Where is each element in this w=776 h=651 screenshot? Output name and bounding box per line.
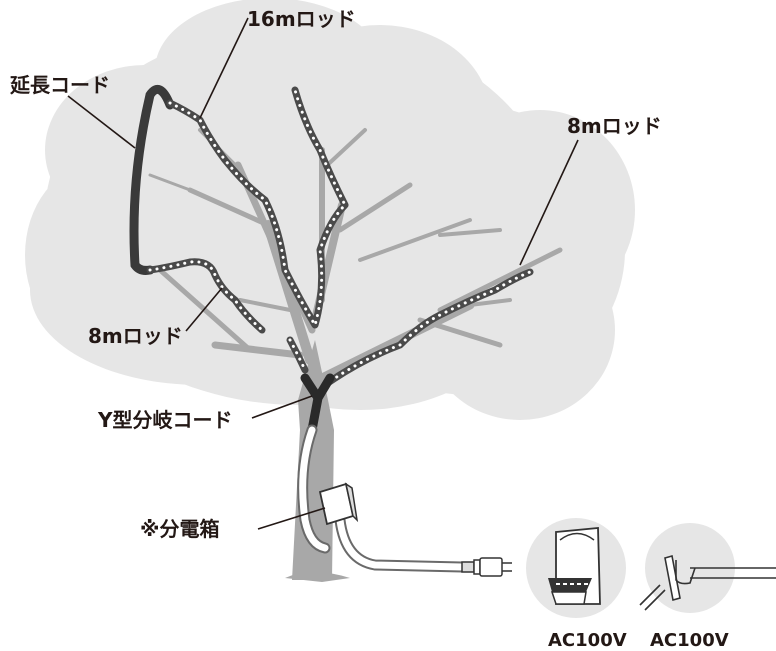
label-8m-rod-right: 8mロッド	[567, 114, 662, 138]
wall-outlet-icon	[526, 518, 626, 618]
leader-extension-cord	[67, 95, 136, 149]
leader-16m-rod	[199, 17, 249, 119]
leader-lines	[67, 17, 579, 530]
label-16m-rod: 16mロッド	[247, 7, 356, 31]
leader-distribution-box	[257, 507, 326, 530]
label-y-branch-cord: Y型分岐コード	[97, 408, 232, 432]
label-distribution-box: ※分電箱	[140, 517, 219, 541]
plug-icon	[461, 557, 512, 577]
label-ac100v-waterproof: AC100V	[650, 630, 729, 651]
leader-8m-rod-left	[185, 287, 223, 332]
label-ac100v-wall: AC100V	[548, 630, 627, 651]
tree-crown	[25, 0, 635, 420]
waterproof-outlet-icon	[639, 523, 776, 613]
power-cable	[297, 424, 468, 573]
led-rods	[146, 86, 534, 389]
distribution-box	[318, 482, 359, 526]
label-8m-rod-left: 8mロッド	[88, 324, 183, 348]
leader-y-branch-cord	[251, 395, 313, 419]
leader-8m-rod-right	[519, 139, 579, 266]
label-extension-cord: 延長コード	[9, 73, 110, 97]
extension-cord	[129, 85, 175, 275]
